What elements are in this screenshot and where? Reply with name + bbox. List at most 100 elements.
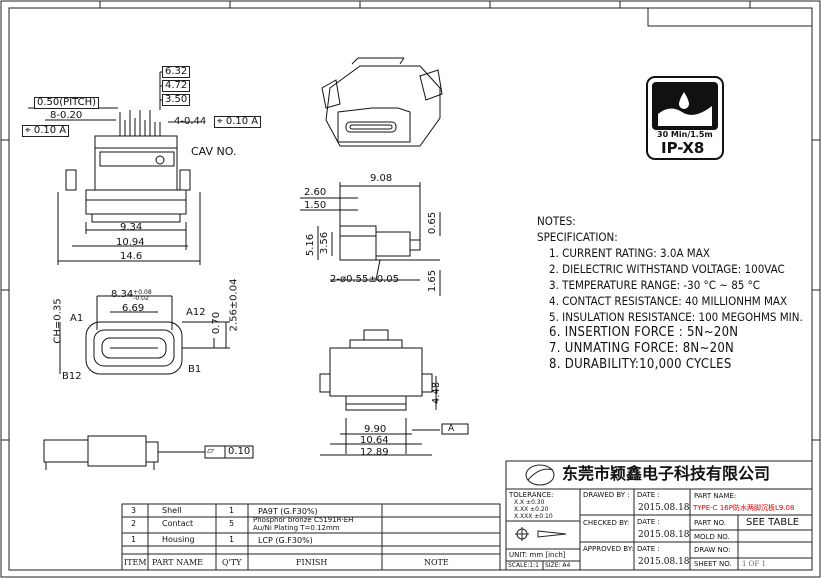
position-tolerance-2: ⌖ 0.10 A — [22, 125, 70, 137]
bom-part-name: Shell — [162, 506, 182, 515]
date-label-2: DATE : — [637, 518, 660, 526]
bom-finish: LCP (G.F30%) — [258, 536, 313, 545]
bom-header: Q'TY — [222, 558, 242, 567]
bom-header: ITEM — [124, 558, 147, 567]
unit-label: UNIT: mm [inch] — [509, 551, 566, 559]
notes-title: NOTES: — [537, 214, 576, 228]
position-tolerance-2-datum: A — [59, 125, 67, 136]
part-name-value: TYPE-C 16P防水两脚沉板L9.08 — [693, 504, 795, 512]
dim-chamfer: CH=0.35 — [52, 298, 64, 344]
dim-14-6: 14.6 — [120, 251, 143, 262]
dim-4-48: 4.48 — [431, 381, 443, 405]
drawn-by-label: DRAWED BY : — [583, 491, 630, 499]
scale-label: SCALE:1:1 — [508, 562, 539, 569]
approved-by-label: APPROVED BY: — [583, 545, 634, 553]
dim-0-65: 0.65 — [427, 211, 439, 235]
dim-1-65: 1.65 — [427, 269, 439, 293]
bom-header: PART NAME — [152, 558, 203, 567]
notes-spec: SPECIFICATION: — [537, 230, 618, 244]
position-symbol-icon: ⌖ — [217, 116, 223, 127]
dim-2-56: 2.56±0.04 — [228, 278, 240, 332]
dim-holes: 2-ø0.55±0.05 — [330, 274, 399, 285]
note-item: 1. CURRENT RATING: 3.0A MAX — [549, 246, 710, 260]
datum-a-label: A — [448, 424, 455, 434]
date-label-1: DATE : — [637, 491, 660, 499]
dim-0-70: 0.70 — [211, 311, 223, 335]
bom-item-number: 2 — [131, 519, 137, 528]
dim-8-34-tol-down: -0.02 — [133, 295, 149, 302]
flatness-icon: ▱ — [207, 446, 214, 456]
tolerance-label: TOLERANCE: — [509, 491, 554, 499]
dim-1-50: 1.50 — [304, 200, 327, 211]
date-value-2: 2015.08.18 — [638, 530, 690, 540]
sheet-no-label: SHEET NO. — [694, 560, 732, 568]
dim-4-72: 4.72 — [162, 80, 191, 92]
bom-part-name: Housing — [162, 535, 195, 544]
draw-no-label: DRAW NO: — [694, 546, 731, 554]
mold-no-label: MOLD NO. — [694, 533, 730, 541]
dim-6-69: 6.69 — [122, 303, 145, 314]
dim-2-60: 2.60 — [304, 187, 327, 198]
dim-8-34-value: 8.34 — [111, 289, 134, 300]
dim-9-34: 9.34 — [120, 222, 143, 233]
note-item: 7. UNMATING FORCE: 8N~20N — [549, 341, 735, 356]
dim-6-32: 6.32 — [162, 66, 191, 78]
position-symbol-icon: ⌖ — [25, 125, 31, 136]
dim-10-94: 10.94 — [116, 237, 145, 248]
date-value-3: 2015.08.18 — [638, 557, 690, 567]
tol-row-3: X.XXX ±0.10 — [514, 513, 553, 520]
position-tolerance-1-datum: A — [251, 116, 259, 127]
cav-no-label: CAV NO. — [191, 145, 237, 158]
position-tolerance-2-value: 0.10 — [33, 125, 57, 136]
note-item: 4. CONTACT RESISTANCE: 40 MILLIONHM MAX — [549, 294, 788, 308]
pin-a12-label: A12 — [186, 307, 206, 318]
pin-b12-label: B12 — [62, 371, 82, 382]
tol-row-1: X.X ±0.30 — [514, 499, 545, 506]
date-value-1: 2015.08.18 — [638, 503, 690, 513]
note-item: 3. TEMPERATURE RANGE: -30 °C ~ 85 °C — [549, 278, 761, 292]
note-item: 8. DURABILITY:10,000 CYCLES — [549, 357, 732, 372]
dim-10-64: 10.64 — [360, 435, 389, 446]
pin-b1-label: B1 — [188, 364, 202, 375]
checked-by-label: CHECKED BY: — [583, 519, 630, 527]
dim-8-34-tol-up: +0.08 — [133, 289, 152, 296]
date-label-3: DATE : — [637, 545, 660, 553]
bom-part-name: Contact — [162, 519, 194, 528]
dim-8x020: 8-0.20 — [50, 110, 83, 121]
dim-3-50: 3.50 — [162, 94, 191, 106]
flatness-value: 0.10 — [228, 446, 251, 457]
dim-8-34: 8.34+0.08-0.02 — [111, 290, 152, 302]
dim-3-56: 3.56 — [319, 231, 331, 255]
position-tolerance-1: ⌖ 0.10 A — [214, 116, 262, 128]
bom-quantity: 5 — [229, 519, 235, 528]
position-tolerance-1-value: 0.10 — [225, 116, 249, 127]
note-item: 6. INSERTION FORCE : 5N~20N — [549, 325, 739, 340]
bom-quantity: 1 — [229, 535, 235, 544]
pin-a1-label: A1 — [70, 313, 84, 324]
bom-item-number: 3 — [131, 506, 137, 515]
ip-rating-time-depth: 30 Min/1.5m — [657, 130, 713, 139]
part-no-value: SEE TABLE — [746, 517, 800, 528]
tol-row-2: X.XX ±0.20 — [514, 506, 549, 513]
dim-5-16: 5.16 — [305, 233, 317, 257]
bom-finish-2: Au/Ni Plating T=0.12mm — [253, 524, 340, 532]
sheet-no-value: 1 OF 1 — [742, 560, 766, 568]
bom-header: FINISH — [296, 558, 328, 567]
dim-12-89: 12.89 — [360, 447, 389, 458]
notes-block: NOTES: SPECIFICATION: 1. CURRENT RATING:… — [537, 213, 803, 373]
note-item: 5. INSULATION RESISTANCE: 100 MEGOHMS MI… — [549, 310, 803, 324]
part-name-label: PART NAME: — [694, 492, 737, 500]
bom-quantity: 1 — [229, 506, 235, 515]
dim-4x044: 4-0.44 — [174, 116, 207, 127]
size-label: SIZE: A4 — [545, 562, 571, 569]
bom-header: NOTE — [424, 558, 449, 567]
dim-9-90: 9.90 — [364, 424, 387, 435]
bom-finish: Phosphor bronze C5191R-EH — [253, 516, 354, 524]
company-name: 东莞市颖鑫电子科技有限公司 — [562, 464, 771, 483]
bom-finish: PA9T (G.F30%) — [258, 507, 318, 516]
part-no-label: PART NO. — [694, 519, 727, 527]
bom-item-number: 1 — [131, 535, 137, 544]
